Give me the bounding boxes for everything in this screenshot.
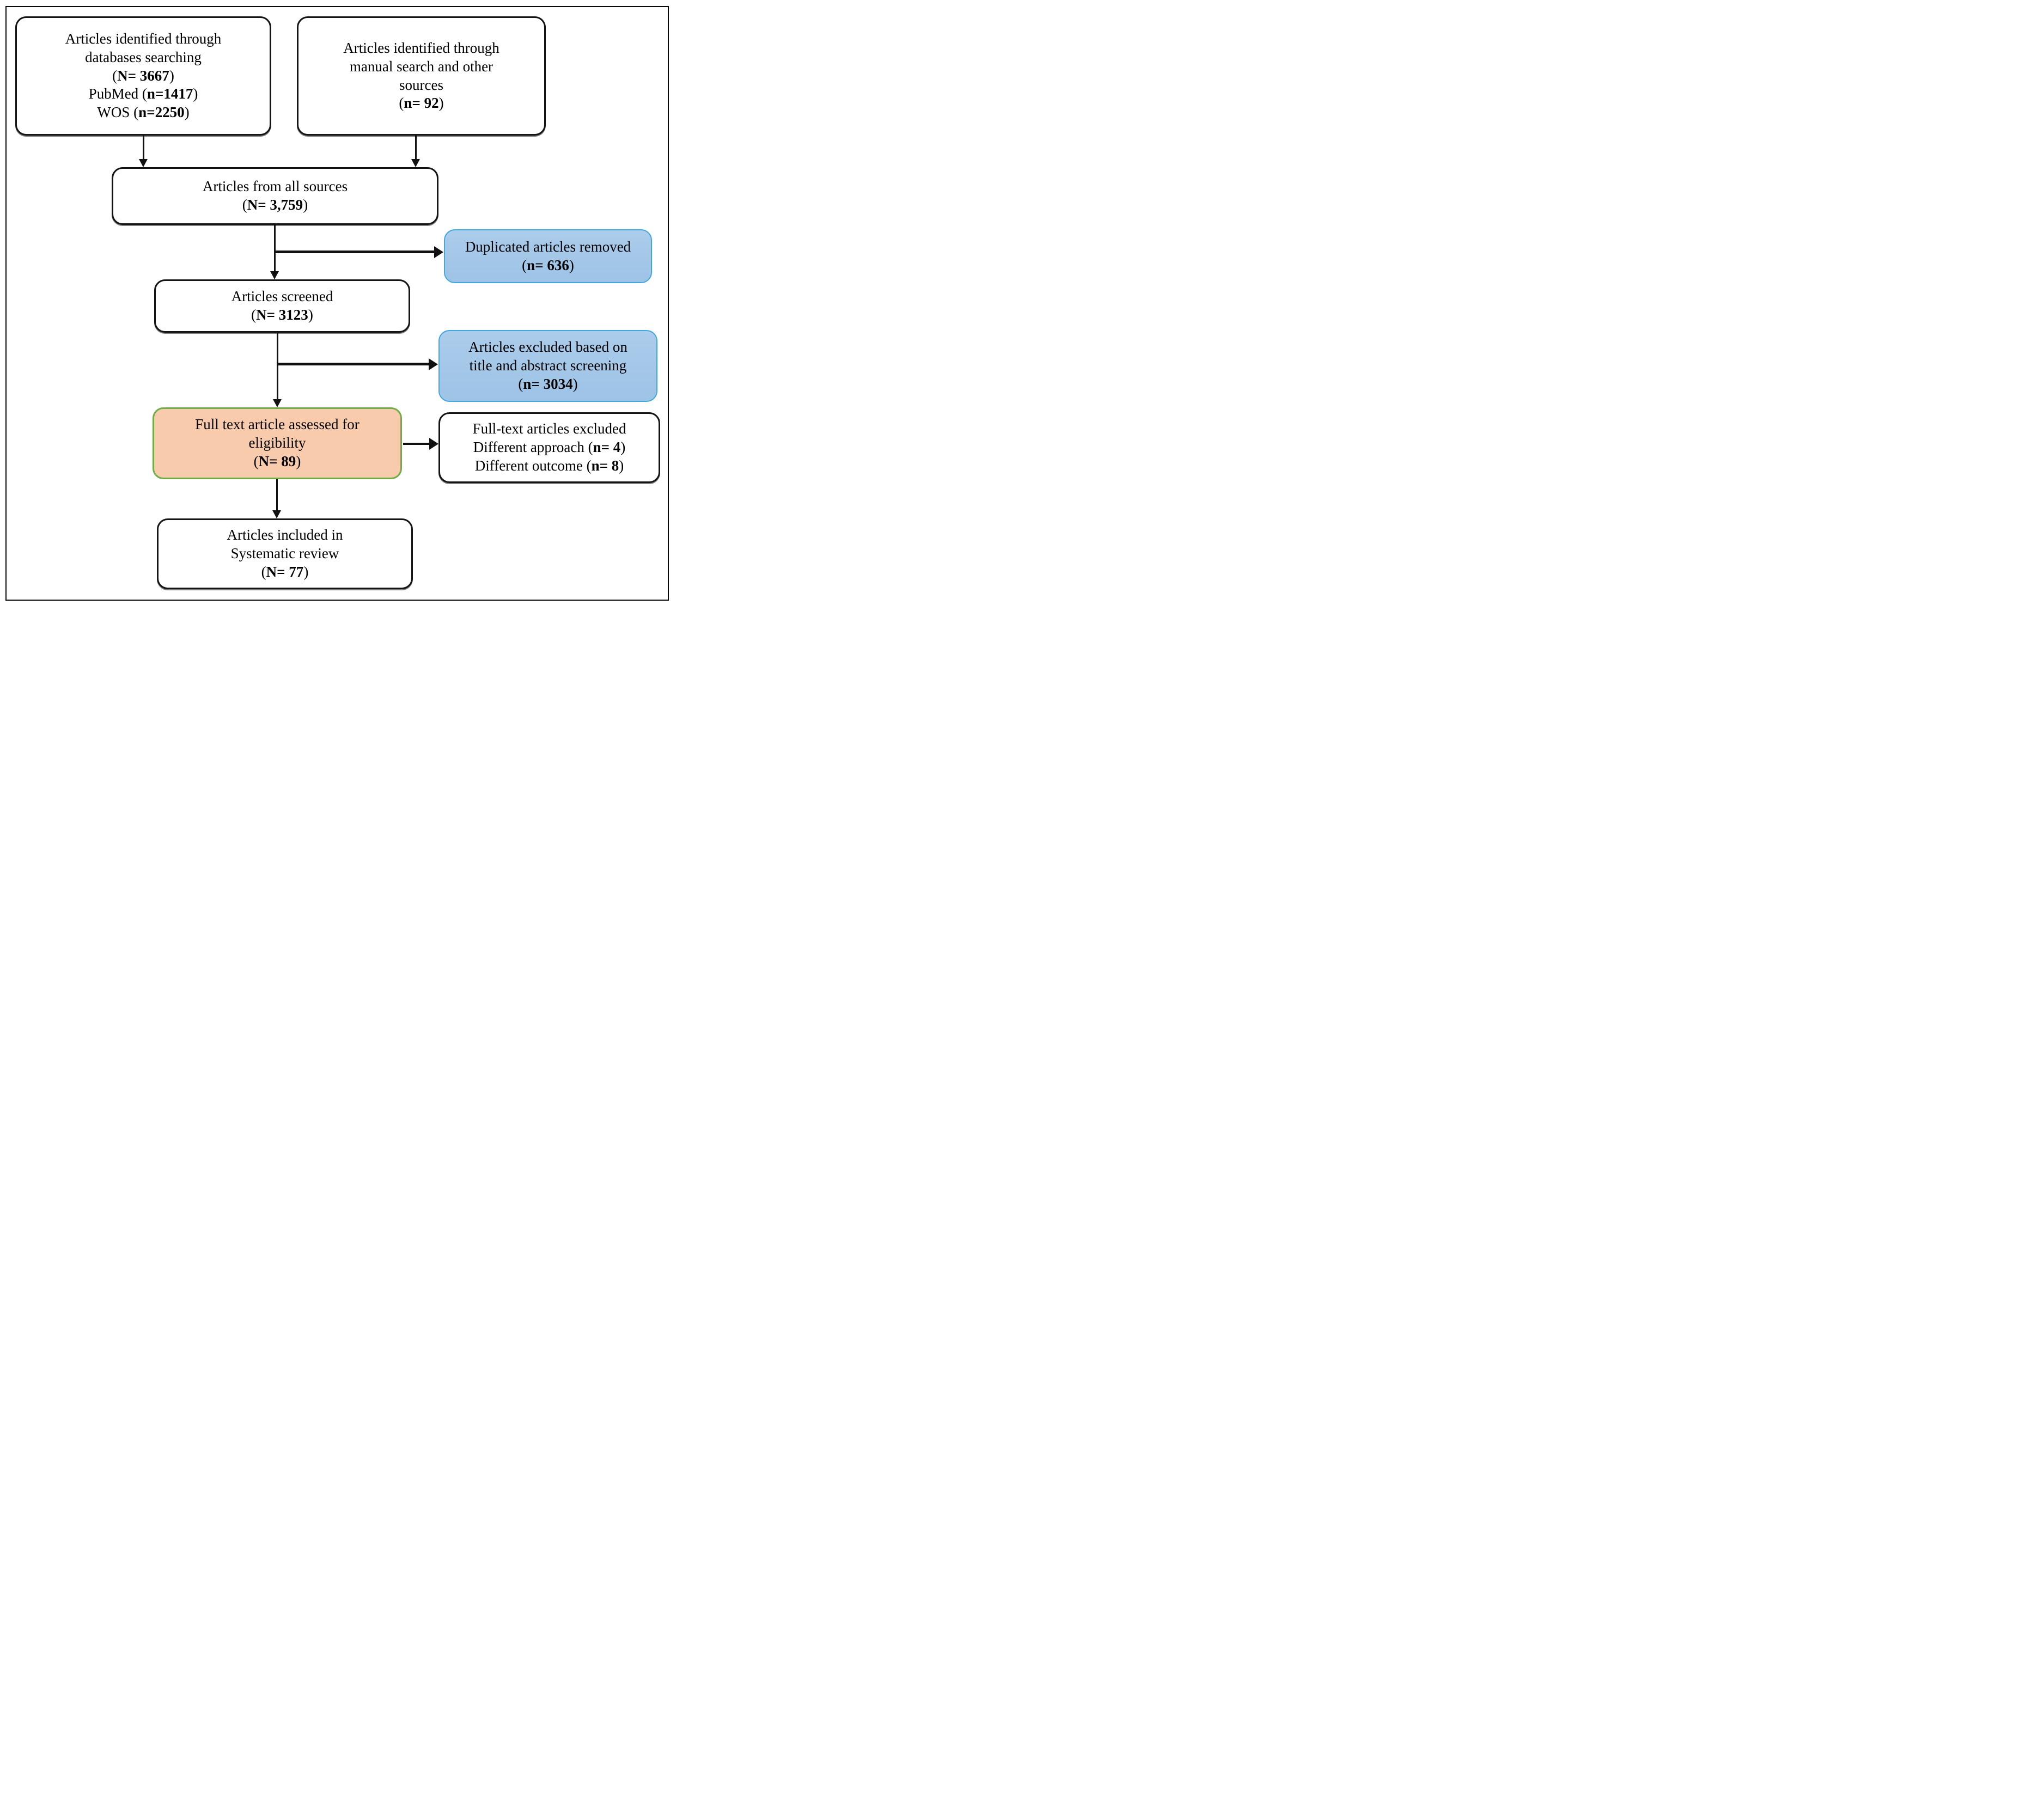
arrowhead-databases-to-all	[139, 159, 148, 167]
arrowhead-to-fulltext-excluded	[429, 438, 438, 450]
arrow-line-fulltext-to-included	[276, 479, 278, 511]
arrow-line-manual-to-all	[415, 136, 417, 160]
arrowhead-screened-to-fulltext	[273, 399, 282, 407]
arrowhead-to-excluded-screening	[429, 358, 438, 370]
arrow-line-to-duplicates	[275, 251, 435, 253]
arrow-line-databases-to-all	[143, 136, 144, 160]
arrowhead-to-duplicates	[434, 246, 443, 258]
arrow-line-to-excluded-screening	[278, 363, 429, 365]
arrowhead-all-to-screened	[270, 271, 279, 279]
arrow-line-to-fulltext-excluded	[403, 443, 430, 445]
arrowhead-manual-to-all	[411, 159, 420, 167]
figure-border	[5, 6, 669, 601]
box-duplicates-removed: Duplicated articles removed(n= 636)	[444, 229, 652, 283]
arrow-line-all-to-screened	[274, 225, 276, 272]
box-screened: Articles screened(N= 3123)	[154, 279, 410, 333]
arrowhead-fulltext-to-included	[272, 510, 281, 518]
arrow-line-screened-to-fulltext	[277, 333, 278, 400]
box-all-sources: Articles from all sources(N= 3,759)	[112, 167, 438, 225]
